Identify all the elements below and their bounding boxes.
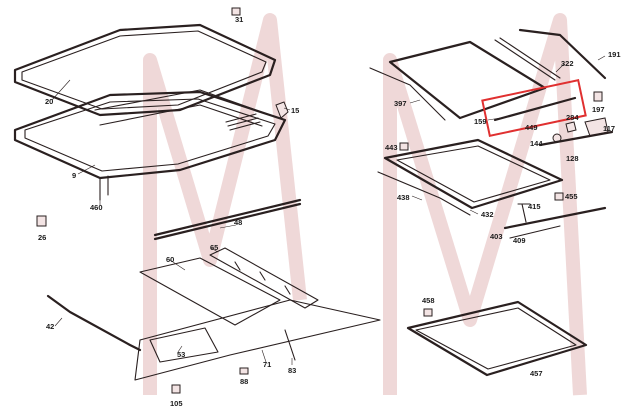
leader-lines: [51, 55, 606, 365]
part-labels: 31 20 15 9 460 26 48 65 60 42 53 105 88 …: [38, 15, 621, 408]
headliner-panel-60[interactable]: [139, 257, 281, 326]
seal-322[interactable]: [494, 37, 561, 81]
frame-432[interactable]: [383, 138, 564, 210]
label-26: 26: [38, 233, 46, 242]
label-128: 128: [566, 154, 579, 163]
label-15: 15: [291, 106, 299, 115]
seal-438[interactable]: [377, 171, 471, 216]
label-457: 457: [530, 369, 543, 378]
label-159: 159: [474, 117, 487, 126]
strip-48[interactable]: [153, 198, 302, 241]
label-284: 284: [566, 113, 579, 122]
bracket-284-117[interactable]: [565, 117, 609, 137]
clip-26[interactable]: [36, 215, 47, 227]
clip-105[interactable]: [171, 384, 181, 394]
panel-53[interactable]: [149, 327, 219, 363]
clip-31[interactable]: [231, 7, 241, 16]
watermark: [143, 13, 587, 396]
label-197: 197: [592, 105, 605, 114]
label-48: 48: [234, 218, 242, 227]
label-105: 105: [170, 399, 183, 408]
rail-128[interactable]: [538, 130, 614, 147]
label-443: 443: [385, 143, 398, 152]
clip-88[interactable]: [239, 367, 249, 375]
label-53: 53: [177, 350, 185, 359]
rail-191[interactable]: [518, 28, 607, 80]
label-144: 144: [530, 139, 543, 148]
label-458: 458: [422, 296, 435, 305]
rail-409[interactable]: [509, 225, 561, 239]
clip-443[interactable]: [399, 142, 409, 151]
label-409: 409: [513, 236, 526, 245]
rail-42[interactable]: [46, 294, 142, 352]
label-460: 460: [90, 203, 103, 212]
bolt-415[interactable]: [517, 203, 531, 223]
headliner-71[interactable]: [134, 299, 381, 381]
label-9: 9: [72, 171, 76, 180]
tray-457[interactable]: [406, 300, 588, 377]
label-397: 397: [394, 99, 407, 108]
label-403: 403: [490, 232, 503, 241]
label-42: 42: [46, 322, 54, 331]
sunroof-frame-9[interactable]: [13, 89, 287, 201]
clip-197[interactable]: [593, 91, 603, 102]
rod-83[interactable]: [284, 329, 296, 361]
seal-frame-20[interactable]: [13, 23, 277, 117]
label-438: 438: [397, 193, 410, 202]
label-83: 83: [288, 366, 296, 375]
clip-458[interactable]: [423, 308, 433, 317]
label-65: 65: [210, 243, 218, 252]
highlight-box: [481, 79, 587, 137]
label-71: 71: [263, 360, 271, 369]
trim-65[interactable]: [209, 247, 319, 309]
label-449: 449: [525, 123, 538, 132]
label-88: 88: [240, 377, 248, 386]
label-322: 322: [561, 59, 574, 68]
clip-455[interactable]: [554, 192, 564, 201]
bracket-15[interactable]: [275, 101, 289, 119]
label-432: 432: [481, 210, 494, 219]
label-191: 191: [608, 50, 621, 59]
label-31: 31: [235, 15, 243, 24]
strip-159-449[interactable]: [493, 96, 577, 122]
weatherstrip-397[interactable]: [369, 67, 446, 121]
rail-403[interactable]: [503, 206, 607, 230]
label-455: 455: [565, 192, 578, 201]
label-20: 20: [45, 97, 53, 106]
glass-panel[interactable]: [388, 40, 547, 120]
label-117: 117: [603, 124, 615, 133]
label-60: 60: [166, 255, 174, 264]
label-415: 415: [528, 202, 541, 211]
